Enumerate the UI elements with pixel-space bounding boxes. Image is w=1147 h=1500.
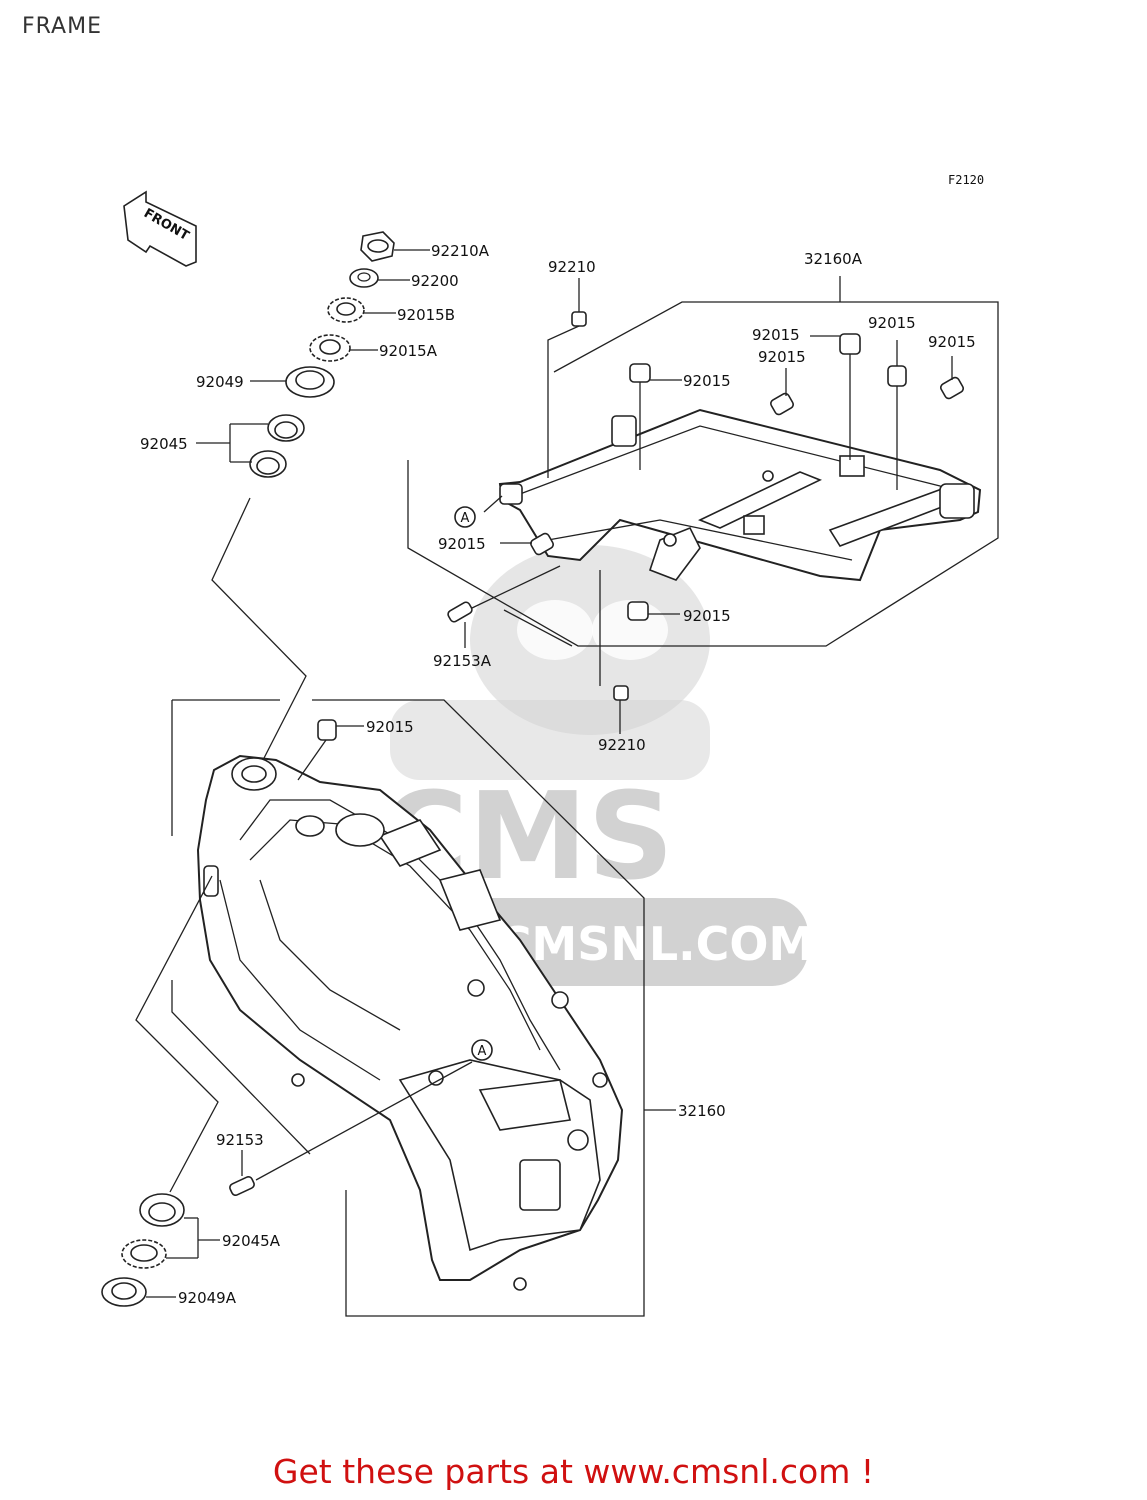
nut-92210-bottom — [613, 685, 629, 701]
label-92015-3: 92015 — [928, 333, 976, 351]
bolt-92153A — [447, 601, 473, 623]
subframe-32160A — [407, 276, 999, 647]
footer-link[interactable]: Get these parts at www.cmsnl.com ! — [272, 1452, 875, 1491]
bolt-92153 — [229, 1176, 255, 1196]
figure-code: F2120 — [948, 173, 984, 187]
label-92200: 92200 — [411, 272, 459, 290]
main-frame-32160 — [171, 699, 676, 1317]
label-92015-1: 92015 — [752, 326, 800, 344]
bolt-92015-h — [317, 719, 337, 741]
label-92045A: 92045A — [222, 1232, 281, 1250]
bolt-92015-e — [940, 376, 964, 400]
svg-text:A: A — [461, 511, 470, 526]
label-92210-top: 92210 — [548, 258, 596, 276]
label-92015-4: 92015 — [758, 348, 806, 366]
bolt-92015-c — [839, 333, 861, 355]
main-frame-bolts — [229, 719, 337, 1196]
subframe-bolts — [447, 311, 964, 701]
page-title: FRAME — [22, 14, 102, 39]
label-92210-bottom: 92210 — [598, 736, 646, 754]
label-92153A: 92153A — [433, 652, 492, 670]
label-92015-7: 92015 — [683, 607, 731, 625]
label-92049A: 92049A — [178, 1289, 237, 1307]
steering-parts — [249, 231, 395, 478]
label-92015-6: 92015 — [438, 535, 486, 553]
ref-mark-a-main: A — [471, 1039, 493, 1061]
label-32160A: 32160A — [804, 250, 863, 268]
leader-lines-subframe — [464, 278, 953, 734]
leader-lines-main — [135, 725, 473, 1298]
bolt-92015-g — [627, 601, 649, 621]
label-92015B: 92015B — [397, 306, 455, 324]
lower-steering-parts — [101, 1193, 185, 1307]
label-92015A: 92015A — [379, 342, 438, 360]
ref-mark-a-subframe: A — [454, 506, 476, 528]
label-92153: 92153 — [216, 1131, 264, 1149]
label-92049: 92049 — [196, 373, 244, 391]
front-arrow-icon: FRONT — [123, 190, 197, 267]
bolt-92015-f — [530, 532, 554, 556]
svg-text:A: A — [478, 1044, 487, 1059]
label-92015-8: 92015 — [366, 718, 414, 736]
nut-92210-top — [571, 311, 587, 327]
label-92015-2: 92015 — [868, 314, 916, 332]
bolt-92015-a — [629, 363, 651, 383]
bolt-92015-b — [770, 392, 794, 416]
watermark-mascot — [390, 545, 710, 780]
part-labels: 92210A 92200 92015B 92015A 92049 92045 9… — [140, 242, 976, 1307]
leader-lines-stem — [196, 249, 430, 763]
label-92015-5: 92015 — [683, 372, 731, 390]
label-92045: 92045 — [140, 435, 188, 453]
label-32160: 32160 — [678, 1102, 726, 1120]
bolt-92015-d — [887, 365, 907, 387]
label-92210A: 92210A — [431, 242, 490, 260]
